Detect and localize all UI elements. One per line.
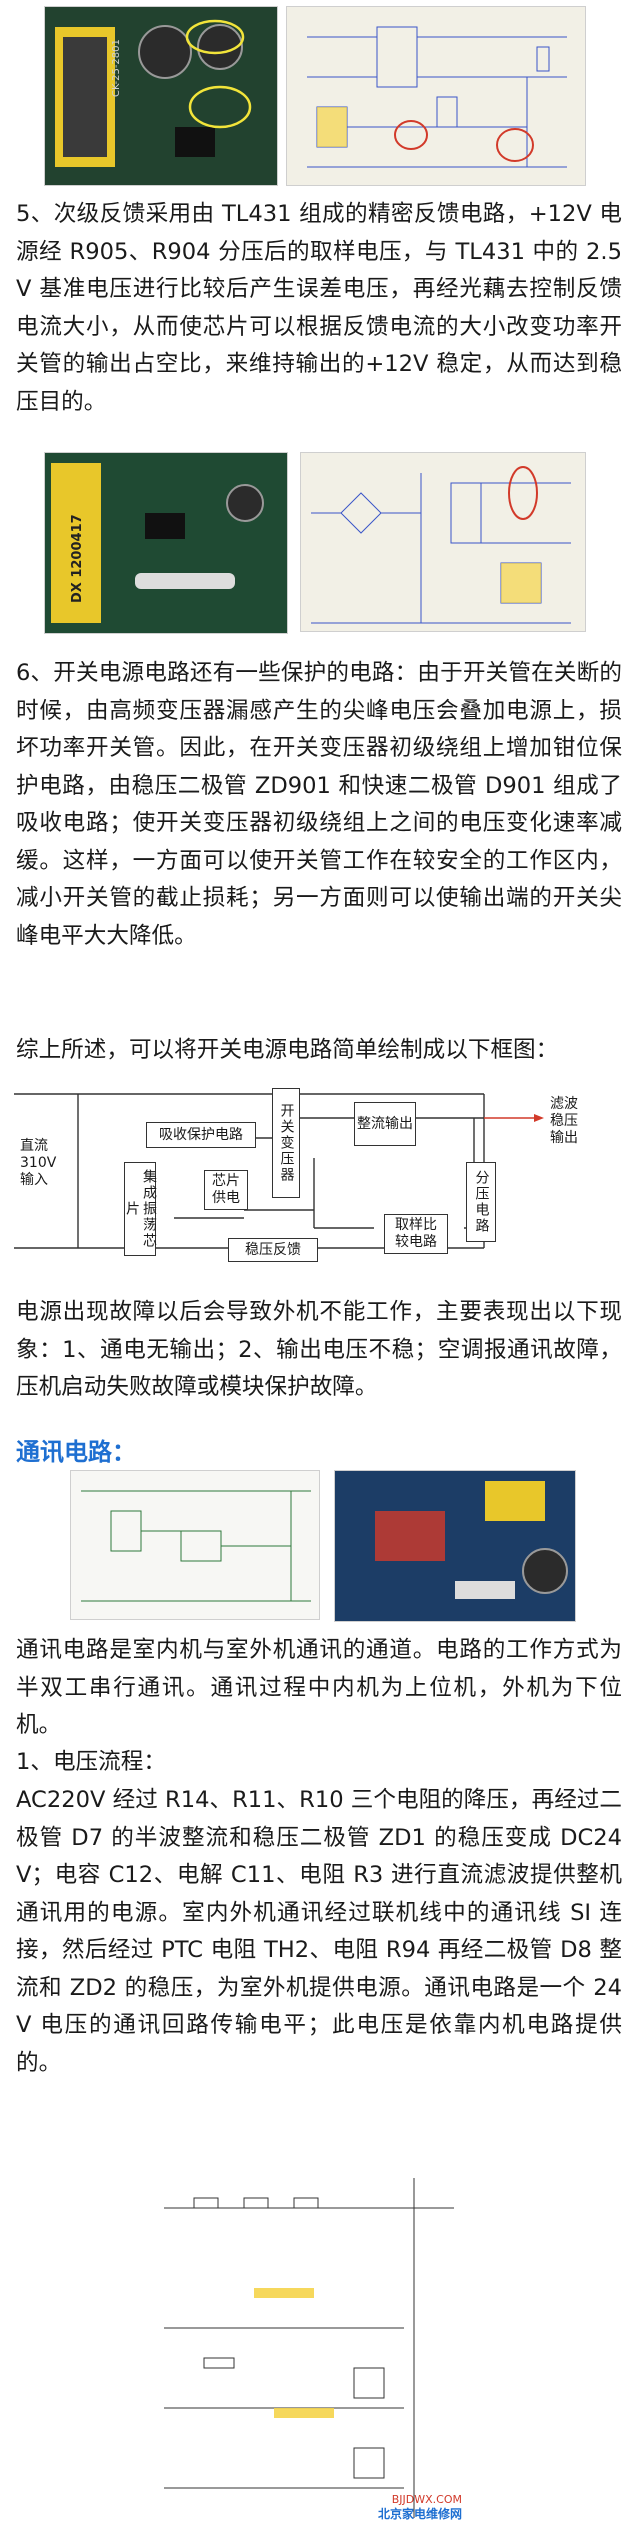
schematic-2 [300, 452, 586, 632]
schematic-3 [70, 1470, 320, 1620]
dx-code-label: DX 1200417 [70, 514, 85, 603]
diagram-filter-output-label: 滤波 稳压 输出 [550, 1096, 578, 1146]
block-rectify-output: 整流输出 [354, 1102, 416, 1146]
schematic-3-drawing [81, 1490, 311, 1602]
paragraph-power-fault: 电源出现故障以后会导致外机不能工作，主要表现出以下现象：1、通电无输出；2、输出… [16, 1299, 622, 1400]
diagram-input-label: 直流 310V 输入 [20, 1138, 57, 1188]
pcb-photo-1: CK-25-2801 [44, 6, 278, 186]
block-chip-supply: 芯片 供电 [204, 1170, 248, 1210]
paragraph-voltage-flow: AC220V 经过 R14、R11、R10 三个电阻的降压，再经过二极管 D7 … [16, 1787, 622, 2076]
block-oscillator-chip: 集成振荡芯片 [124, 1162, 157, 1256]
pcb-photo-3-drawing [335, 1471, 575, 1621]
block-regulate-feedback: 稳压反馈 [228, 1238, 318, 1262]
heading-communication-circuit: 通讯电路： [16, 1438, 136, 1466]
pcb-photo-2-drawing: DX 1200417 [45, 453, 287, 633]
schematic-1-drawing [307, 26, 567, 168]
block-diagram: 直流 310V 输入 吸收保护电路 开关变压器 整流输出 滤波 稳压 输出 集成… [14, 1078, 624, 1286]
block-sample-compare: 取样比 较电路 [384, 1214, 448, 1254]
schematic-4-drawing [164, 2178, 454, 2518]
watermark-name-label: 北京家电维修网 [377, 2507, 462, 2521]
schematic-4: BJJDWX.COM 北京家电维修网 [154, 2168, 472, 2528]
schematic-2-drawing [311, 466, 571, 624]
paragraph-protection-circuit: 6、开关电源电路还有一些保护的电路：由于开关管在关断的时候，由高频变压器漏感产生… [16, 660, 622, 949]
block-diagram-lines [14, 1093, 544, 1249]
voltage-flow-title: 1、电压流程： [16, 1749, 166, 1775]
block-switch-transformer: 开关变压器 [272, 1088, 300, 1198]
block-absorb-protection: 吸收保护电路 [146, 1122, 256, 1148]
pcb-photo-2: DX 1200417 [44, 452, 288, 634]
paragraph-summary: 综上所述，可以将开关电源电路简单绘制成以下框图： [16, 1037, 559, 1063]
block-divider-circuit: 分压电路 [466, 1162, 496, 1242]
paragraph-communication-intro: 通讯电路是室内机与室外机通讯的通道。电路的工作方式为半双工串行通讯。通讯过程中内… [16, 1637, 622, 1738]
pcb-photo-3 [334, 1470, 576, 1622]
pcb-code-label: CK-25-2801 [111, 39, 122, 97]
paragraph-secondary-feedback: 5、次级反馈采用由 TL431 组成的精密反馈电路，+12V 电源经 R905、… [16, 201, 622, 415]
watermark-site-label: BJJDWX.COM [391, 2493, 462, 2506]
schematic-1 [286, 6, 586, 186]
pcb-photo-1-drawing: CK-25-2801 [45, 7, 277, 185]
